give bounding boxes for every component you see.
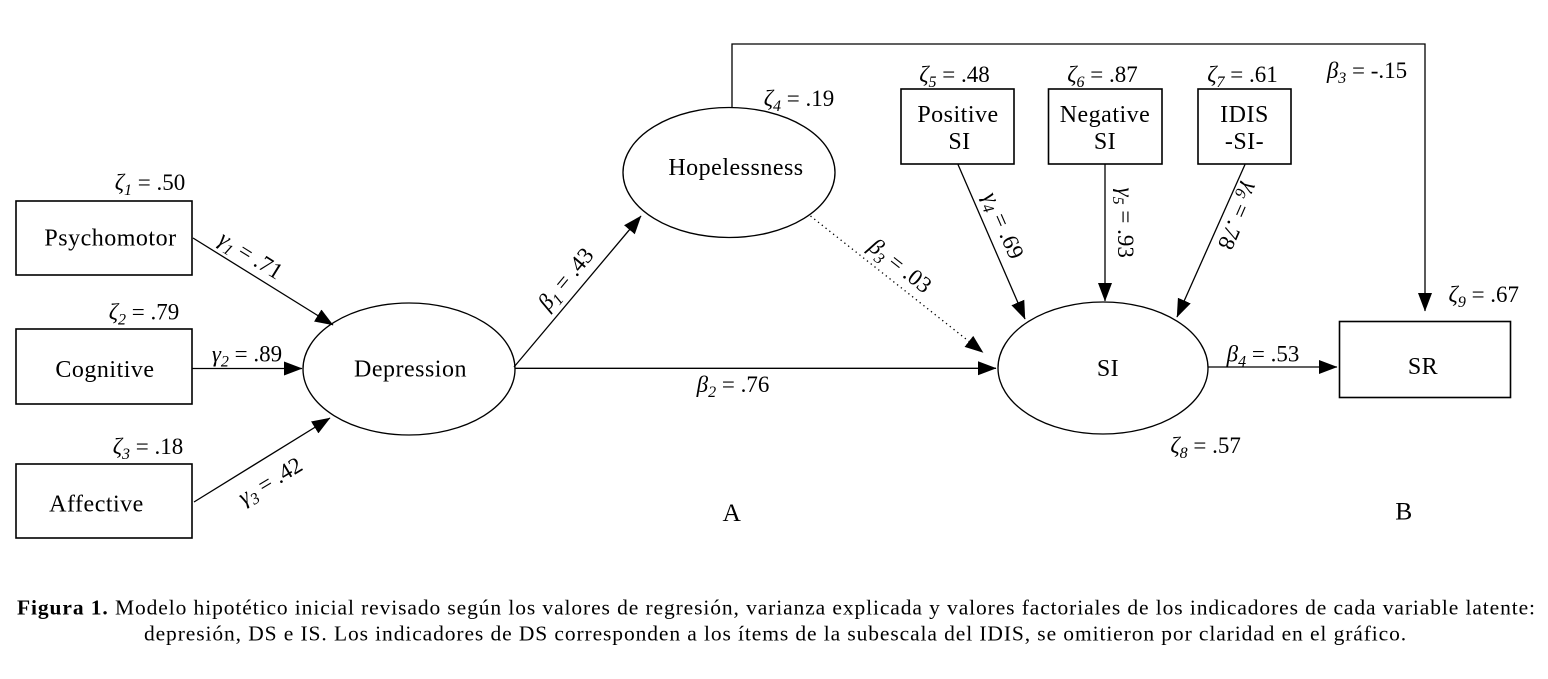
- svg-text:γ6 = .78: γ6 = .78: [1209, 177, 1264, 253]
- svg-text:Cognitive: Cognitive: [55, 357, 154, 383]
- svg-text:β4 = .53: β4 = .53: [1226, 342, 1300, 371]
- svg-text:ζ6 = .87: ζ6 = .87: [1067, 62, 1138, 91]
- svg-text:β3 = .03: β3 = .03: [861, 233, 937, 302]
- svg-text:β3 = -.15: β3 = -.15: [1326, 58, 1407, 87]
- svg-text:Depression: Depression: [354, 357, 467, 383]
- svg-text:β1 = .43: β1 = .43: [532, 243, 602, 318]
- svg-text:Psychomotor: Psychomotor: [44, 226, 176, 252]
- svg-text:depresión, DS e IS. Los indica: depresión, DS e IS. Los indicadores de D…: [144, 622, 1407, 646]
- svg-text:Figura 1. Modelo hipotético in: Figura 1. Modelo hipotético inicial revi…: [17, 596, 1536, 620]
- svg-text:SR: SR: [1408, 354, 1438, 380]
- svg-text:ζ9 = .67: ζ9 = .67: [1449, 282, 1520, 311]
- svg-text:SI: SI: [948, 129, 970, 155]
- svg-text:ζ2 = .79: ζ2 = .79: [109, 300, 180, 329]
- svg-text:γ2 = .89: γ2 = .89: [212, 342, 282, 371]
- svg-text:ζ4 = .19: ζ4 = .19: [764, 86, 835, 115]
- svg-text:ζ5 = .48: ζ5 = .48: [919, 62, 990, 91]
- svg-text:γ3 = .42: γ3 = .42: [234, 452, 309, 513]
- svg-text:ζ7 = .61: ζ7 = .61: [1207, 62, 1278, 91]
- svg-text:-SI-: -SI-: [1225, 129, 1264, 155]
- svg-text:A: A: [723, 498, 742, 527]
- svg-text:γ1 = .71: γ1 = .71: [212, 226, 287, 288]
- svg-text:Hopelessness: Hopelessness: [668, 155, 803, 181]
- svg-text:ζ1 = .50: ζ1 = .50: [115, 170, 186, 199]
- svg-text:ζ3 = .18: ζ3 = .18: [113, 434, 184, 463]
- svg-text:Positive: Positive: [917, 102, 998, 128]
- svg-text:γ4 = .69: γ4 = .69: [974, 188, 1029, 264]
- svg-text:Negative: Negative: [1060, 102, 1151, 128]
- svg-text:IDIS: IDIS: [1220, 102, 1269, 128]
- svg-text:SI: SI: [1097, 356, 1119, 382]
- svg-text:ζ8 = .57: ζ8 = .57: [1170, 433, 1241, 462]
- svg-text:γ5 = .93: γ5 = .93: [1109, 188, 1138, 258]
- svg-text:B: B: [1395, 497, 1413, 526]
- svg-text:Affective: Affective: [49, 492, 144, 518]
- svg-text:SI: SI: [1094, 129, 1116, 155]
- svg-text:β2 = .76: β2 = .76: [696, 372, 770, 401]
